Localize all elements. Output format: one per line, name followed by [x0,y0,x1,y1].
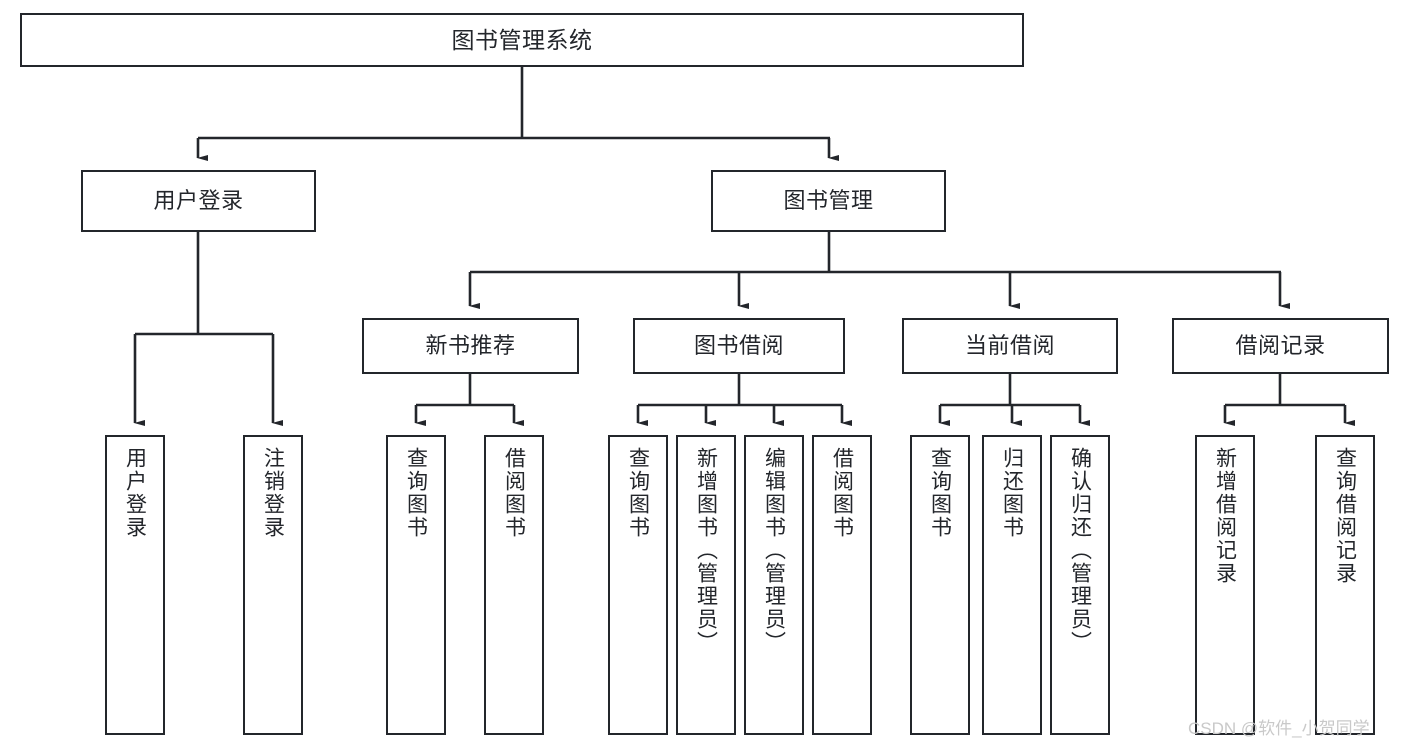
node-leaf-edit-book-label: 编辑图书（管理员） [762,447,786,654]
node-leaf-query-record[interactable]: 查询借阅记录 [1315,435,1375,735]
node-root[interactable]: 图书管理系统 [20,13,1024,67]
node-current-borrow[interactable]: 当前借阅 [902,318,1118,374]
node-leaf-borrow-book-2-label: 借阅图书 [830,447,854,539]
node-leaf-add-record[interactable]: 新增借阅记录 [1195,435,1255,735]
node-book-manage[interactable]: 图书管理 [711,170,946,232]
node-leaf-logout[interactable]: 注销登录 [243,435,303,735]
node-borrow-record[interactable]: 借阅记录 [1172,318,1389,374]
node-book-borrow[interactable]: 图书借阅 [633,318,845,374]
node-leaf-logout-label: 注销登录 [261,447,285,539]
node-book-borrow-label: 图书借阅 [693,333,784,359]
csdn-watermark: CSDN @软件_小贺同学 [1188,719,1370,738]
node-leaf-query-book-3-label: 查询图书 [928,447,952,539]
node-user-login[interactable]: 用户登录 [81,170,316,232]
node-leaf-return-book[interactable]: 归还图书 [982,435,1042,735]
node-leaf-user-login[interactable]: 用户登录 [105,435,165,735]
node-leaf-query-book-1-label: 查询图书 [404,447,428,539]
node-leaf-edit-book[interactable]: 编辑图书（管理员） [744,435,804,735]
node-user-login-label: 用户登录 [153,188,244,214]
node-book-manage-label: 图书管理 [783,188,874,214]
node-leaf-return-book-label: 归还图书 [1000,447,1024,539]
node-leaf-add-book[interactable]: 新增图书（管理员） [676,435,736,735]
node-leaf-add-record-label: 新增借阅记录 [1213,447,1237,585]
node-leaf-confirm-return-label: 确认归还（管理员） [1068,447,1092,654]
node-current-borrow-label: 当前借阅 [964,333,1055,359]
node-leaf-query-record-label: 查询借阅记录 [1333,447,1357,585]
node-borrow-record-label: 借阅记录 [1235,333,1326,359]
node-leaf-query-book-2-label: 查询图书 [626,447,650,539]
node-leaf-borrow-book-1-label: 借阅图书 [502,447,526,539]
node-new-book-rec-label: 新书推荐 [425,333,516,359]
node-root-label: 图书管理系统 [451,26,593,53]
node-leaf-confirm-return[interactable]: 确认归还（管理员） [1050,435,1110,735]
node-leaf-user-login-label: 用户登录 [123,447,147,539]
node-leaf-query-book-3[interactable]: 查询图书 [910,435,970,735]
node-new-book-rec[interactable]: 新书推荐 [362,318,579,374]
node-leaf-borrow-book-2[interactable]: 借阅图书 [812,435,872,735]
node-leaf-add-book-label: 新增图书（管理员） [694,447,718,654]
node-leaf-query-book-1[interactable]: 查询图书 [386,435,446,735]
node-leaf-query-book-2[interactable]: 查询图书 [608,435,668,735]
node-leaf-borrow-book-1[interactable]: 借阅图书 [484,435,544,735]
